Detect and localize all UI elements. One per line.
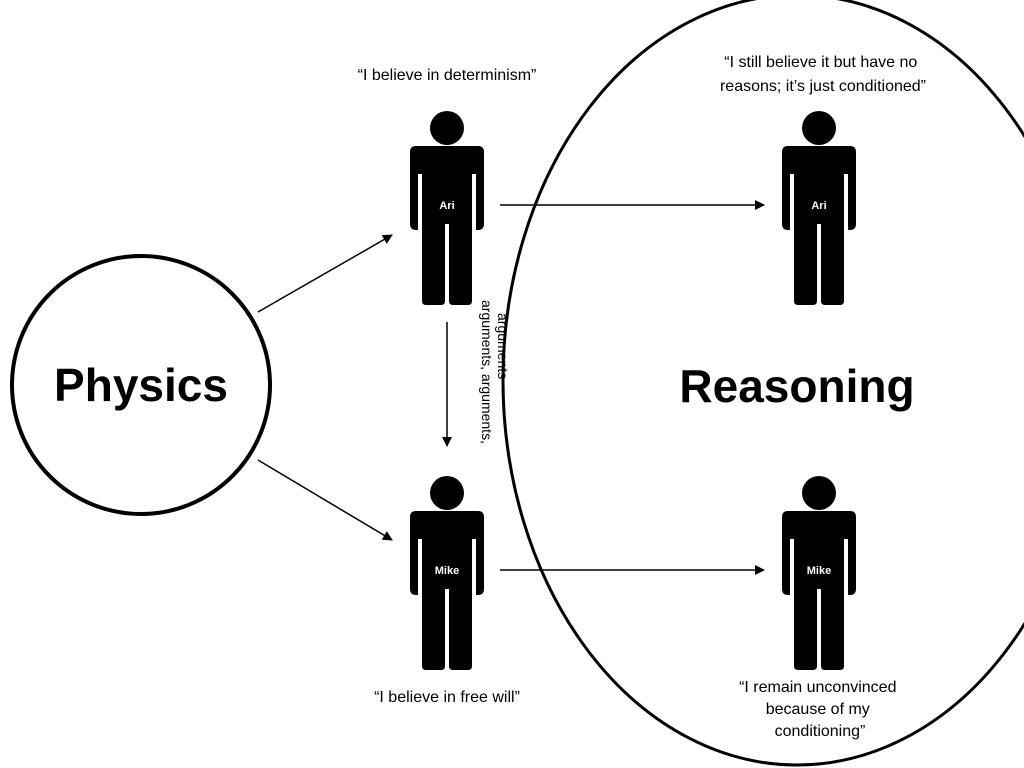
mike-right-quote-line-3: conditioning” <box>775 723 866 740</box>
arguments-line-2: arguments <box>495 313 511 379</box>
mike-right-quote: “I remain unconvinced because of my cond… <box>739 679 901 740</box>
mike-left-quote: “I believe in free will” <box>374 689 520 706</box>
arrow-physics-to-mike <box>257 459 393 541</box>
ari-right-figure: Ari <box>782 111 856 305</box>
ari-left-figure: Ari <box>410 111 484 305</box>
ari-left-quote: “I believe in determinism” <box>358 67 537 84</box>
arrow-physics-to-ari <box>257 234 393 313</box>
reasoning-ellipse <box>501 0 1024 767</box>
mike-right-quote-line-2: because of my <box>766 701 870 718</box>
reasoning-label: Reasoning <box>679 360 914 412</box>
mike-left-label: Mike <box>435 565 459 577</box>
arguments-edge-label: arguments, arguments, arguments <box>479 300 511 448</box>
mike-right-label: Mike <box>807 565 831 577</box>
physics-circle <box>10 254 272 516</box>
ari-right-quote-line-2: reasons; it’s just conditioned” <box>720 78 926 95</box>
ari-right-quote: “I still believe it but have no reasons;… <box>720 54 926 95</box>
mike-right-figure: Mike <box>782 476 856 670</box>
ari-right-quote-line-1: “I still believe it but have no <box>724 54 917 71</box>
arguments-line-1: arguments, arguments, <box>479 300 495 444</box>
ari-left-label: Ari <box>439 200 454 212</box>
ari-right-label: Ari <box>811 200 826 212</box>
physics-label: Physics <box>54 359 228 411</box>
reasoning-node: Reasoning <box>501 0 1024 767</box>
physics-node: Physics <box>10 254 272 516</box>
mike-left-figure: Mike <box>410 476 484 670</box>
mike-right-quote-line-1: “I remain unconvinced <box>739 679 896 696</box>
